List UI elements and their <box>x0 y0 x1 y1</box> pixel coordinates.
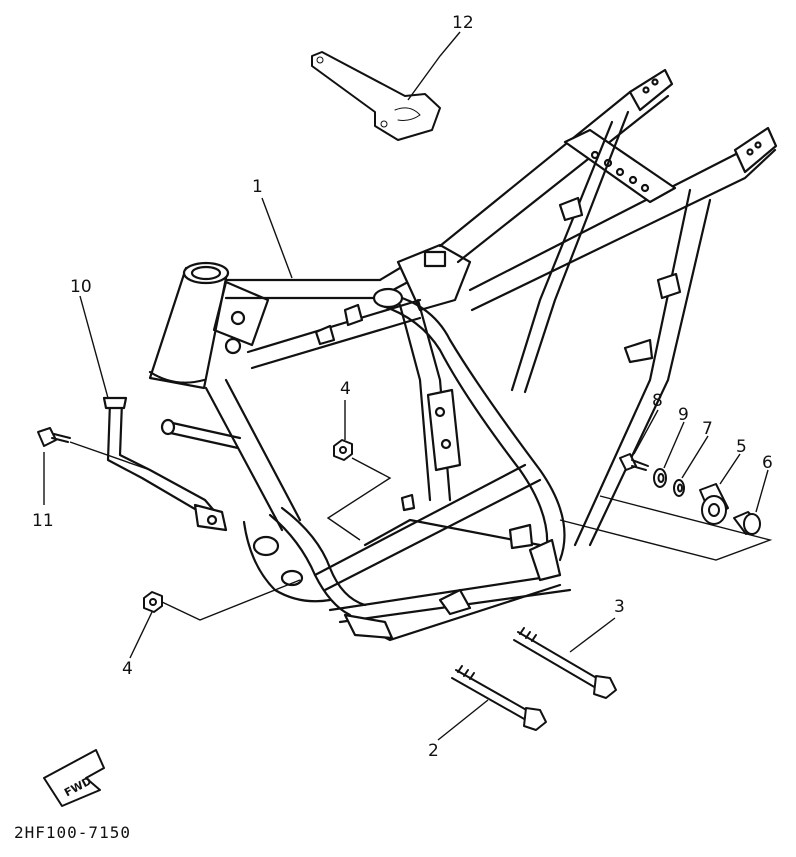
main-frame <box>148 68 778 642</box>
callout-4-center: 4 <box>340 379 351 399</box>
callout-10: 10 <box>70 277 92 297</box>
bracket-plate-12 <box>311 51 441 141</box>
callout-4-left: 4 <box>122 659 133 679</box>
collar-5 <box>699 483 729 525</box>
bolt-11 <box>37 427 71 447</box>
pipe-bracket-10 <box>102 396 228 532</box>
spacer-6 <box>733 511 761 535</box>
callout-2: 2 <box>428 741 439 761</box>
nut-4-center <box>333 439 353 461</box>
callout-5: 5 <box>736 437 747 457</box>
washer-9 <box>653 468 667 488</box>
callout-labels: 12 1 10 11 4 4 3 2 8 9 7 5 6 <box>32 13 773 761</box>
leader-lines <box>43 31 773 741</box>
callout-1: 1 <box>252 177 263 197</box>
callout-9: 9 <box>678 405 689 425</box>
bolt-3 <box>513 627 617 699</box>
callout-7: 7 <box>702 419 713 439</box>
callout-11: 11 <box>32 511 54 531</box>
reference-code: 2HF100-7150 <box>14 823 131 842</box>
bolt-2 <box>451 665 547 731</box>
nut-4-left <box>143 591 163 613</box>
callout-12: 12 <box>452 13 474 33</box>
callout-8: 8 <box>652 391 663 411</box>
fwd-arrow-icon: FWD <box>43 749 105 807</box>
callout-6: 6 <box>762 453 773 473</box>
callout-3: 3 <box>614 597 625 617</box>
washer-7 <box>673 479 685 497</box>
bolt-8 <box>619 453 649 471</box>
